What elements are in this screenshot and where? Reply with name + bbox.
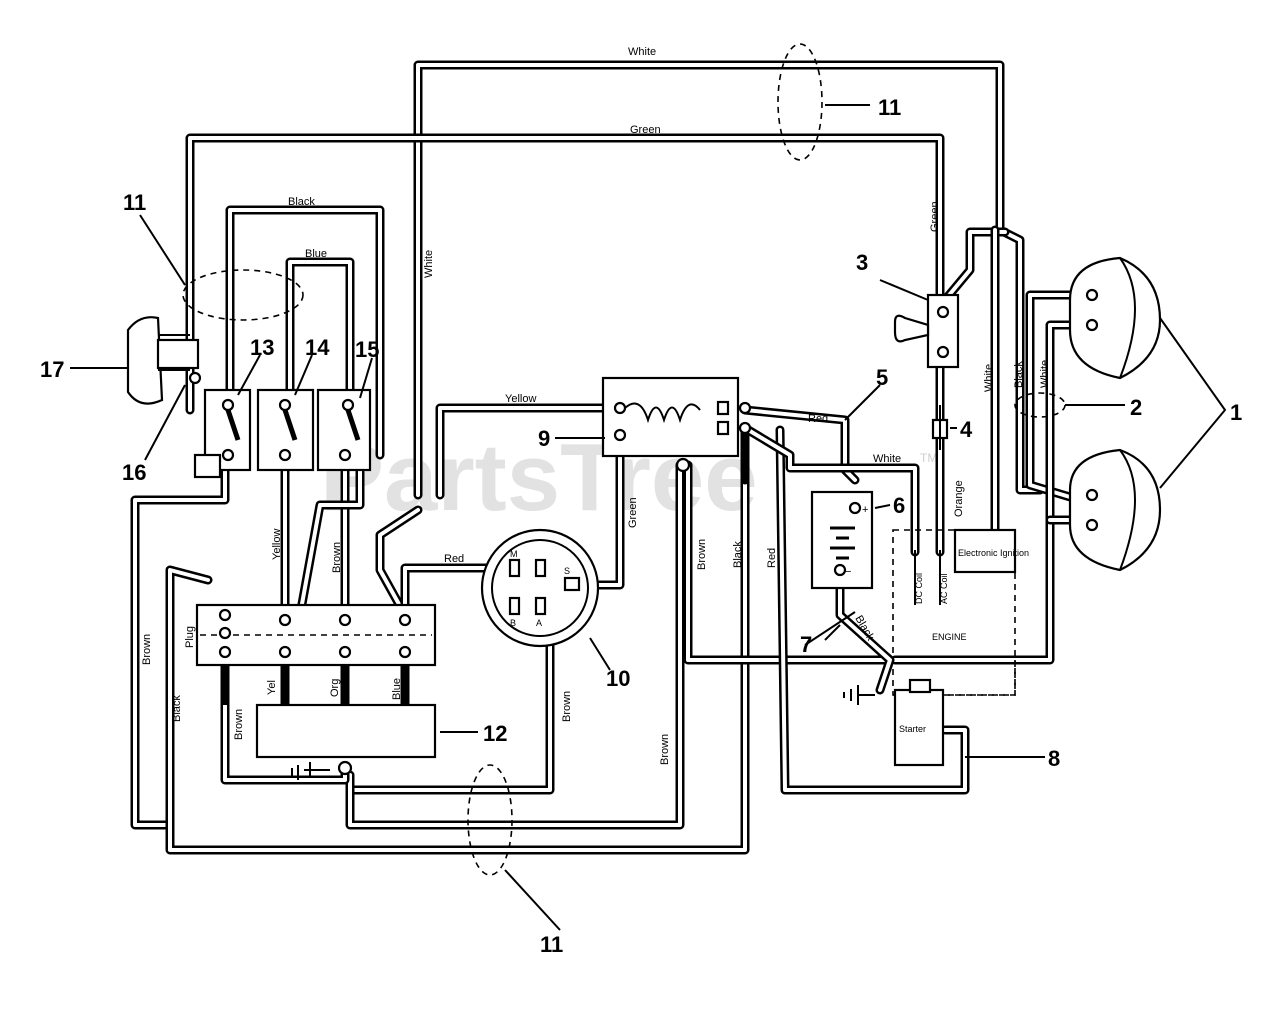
wire-green-top [185, 133, 945, 415]
harness-ellipse-11-bottom [467, 764, 513, 876]
label-white-right2: White [1039, 360, 1051, 388]
label-yellow: Yellow [505, 393, 536, 405]
callout-leaders [70, 104, 1227, 931]
starter-8 [893, 688, 945, 767]
label-batt-plus: + [862, 504, 868, 516]
label-green-mid: Green [627, 497, 639, 528]
switch-bracket [193, 453, 222, 479]
label-black-top: Black [288, 196, 315, 208]
solenoid-9 [601, 376, 740, 458]
callout-2: 2 [1130, 395, 1142, 420]
label-electronic-ignition: Electronic Ignition [958, 548, 1029, 558]
label-plug: Plug [184, 626, 196, 648]
label-yellow-v: Yellow [271, 529, 283, 560]
callout-4: 4 [960, 417, 973, 442]
callout-13: 13 [250, 335, 274, 360]
label-brown-key: Brown [561, 691, 573, 722]
ground-symbol-7 [843, 685, 875, 705]
callout-17: 17 [40, 357, 64, 382]
label-black-right: Black [1013, 361, 1025, 388]
electronic-ignition-box [953, 528, 1017, 574]
label-red-key: Red [444, 553, 464, 565]
label-starter: Starter [899, 724, 926, 734]
label-org: Org [329, 679, 341, 697]
callout-8: 8 [1048, 746, 1060, 771]
label-brown-low: Brown [659, 734, 671, 765]
label-key-m: M [510, 549, 518, 559]
horn-mount [156, 338, 200, 370]
callout-3: 3 [856, 250, 868, 275]
watermark-tm: TM [920, 451, 937, 465]
callout-16: 16 [122, 460, 146, 485]
label-brown-12: Brown [233, 709, 245, 740]
label-engine: ENGINE [932, 632, 967, 642]
label-blue: Blue [391, 678, 403, 700]
label-yel: Yel [266, 680, 278, 695]
terminal-16 [188, 371, 202, 385]
label-brown-left: Brown [141, 634, 153, 665]
label-orange: Orange [953, 480, 965, 517]
label-blue-top: Blue [305, 248, 327, 260]
label-white-vertical: White [423, 250, 435, 278]
harness-ellipse-11-top [777, 43, 823, 161]
wire-blue-top [285, 257, 355, 405]
callout-14: 14 [305, 335, 330, 360]
label-key-s: S [564, 566, 570, 576]
label-electronic: Electronic Ignition [958, 548, 1029, 558]
label-red-v: Red [766, 548, 778, 568]
callout-10: 10 [606, 666, 630, 691]
label-white-top: White [628, 46, 656, 58]
key-switch-10 [480, 528, 600, 648]
callout-9: 9 [538, 426, 550, 451]
horn-17 [126, 316, 164, 405]
label-batt-minus: − [845, 566, 851, 578]
headlight-upper [1068, 256, 1162, 380]
headlight-lower [1068, 448, 1162, 572]
callout-11-bottom: 11 [540, 932, 563, 957]
label-red-mid: Red [808, 413, 828, 425]
label-brown-mid: Brown [696, 539, 708, 570]
label-green-top: Green [630, 124, 661, 136]
callout-15: 15 [355, 337, 379, 362]
callout-5: 5 [876, 365, 888, 390]
label-white-mid: White [873, 453, 901, 465]
module-12 [255, 703, 437, 759]
callout-1: 1 [1230, 400, 1242, 425]
label-black-mid: Black [732, 541, 744, 568]
callout-12: 12 [483, 721, 507, 746]
label-key-b: B [510, 618, 516, 628]
label-key-a: A [536, 618, 542, 628]
callout-6: 6 [893, 493, 905, 518]
harness-ellipse-11-left [182, 269, 304, 321]
label-ac-coil: AC Coil [939, 573, 949, 604]
label-brown-v: Brown [331, 542, 343, 573]
ground-symbol-12 [291, 762, 330, 780]
callout-11-left: 11 [123, 190, 146, 215]
label-black-left: Black [171, 695, 183, 722]
callout-11-top: 11 [878, 95, 901, 120]
label-dc-coil: DC Coil [914, 573, 924, 604]
callout-7: 7 [800, 632, 812, 657]
label-white-right: White [983, 364, 995, 392]
label-green-right: Green [929, 201, 941, 232]
